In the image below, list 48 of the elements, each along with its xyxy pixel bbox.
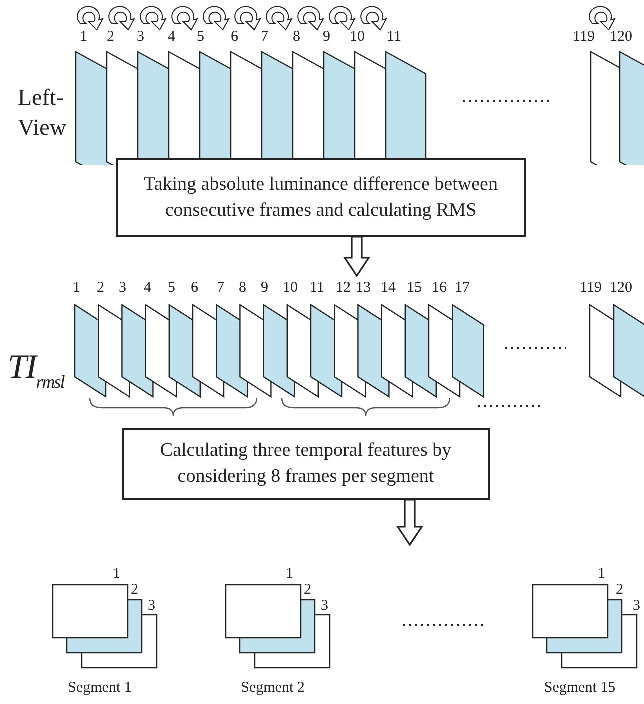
hollow-arrow [344, 236, 370, 278]
process-box: Calculating three temporal features by considering 8 frames per segment [122, 428, 490, 500]
frame-number: 17 [455, 280, 470, 296]
hollow-arrow [396, 499, 424, 546]
frame-number: 10 [283, 280, 298, 296]
frame-number: 6 [191, 280, 198, 296]
frame-number: 5 [168, 280, 176, 296]
frame-number: 1 [286, 566, 294, 582]
frame-number: 1 [598, 566, 606, 582]
frame-number: 6 [231, 29, 238, 45]
frame-number: 5 [197, 29, 204, 45]
frame-number: 3 [137, 29, 144, 45]
frame-number: 2 [304, 582, 312, 598]
view-label: Left-View [18, 84, 68, 142]
frame-number: 4 [144, 280, 152, 296]
frame-number: 3 [119, 280, 126, 296]
frame-number: 3 [321, 598, 328, 614]
frame-number: 2 [97, 280, 104, 296]
frame-number: 119 [573, 29, 595, 45]
frame-number: 9 [261, 280, 268, 296]
segment-label: Segment 1 [67, 680, 133, 697]
frame-number: 2 [616, 582, 624, 598]
frame-number: 13 [356, 280, 371, 296]
frame-number: 15 [407, 280, 422, 296]
frame-number: 1 [113, 566, 120, 582]
frame-number: 9 [323, 29, 330, 45]
segment-label: Segment 15 [543, 680, 617, 697]
frame-number: 11 [387, 29, 402, 45]
frame-number: 8 [239, 280, 246, 296]
frame-number: 7 [261, 29, 268, 45]
frame-number: 8 [293, 29, 300, 45]
frame-number: 119 [580, 280, 602, 296]
frame-number: 12 [336, 280, 351, 296]
frame-number: 11 [310, 280, 324, 296]
frame-number: 2 [131, 582, 138, 598]
frame-number: 3 [148, 598, 156, 614]
frame-number: 16 [432, 280, 447, 296]
segment-label: Segment 2 [240, 680, 306, 697]
frame-number: 2 [107, 29, 114, 45]
frame-number: 3 [633, 598, 640, 614]
frame-number: 7 [217, 280, 224, 296]
frame-number: 10 [350, 29, 365, 45]
frame-number: 120 [610, 29, 632, 45]
frame-number: 4 [168, 29, 176, 45]
frame-number: 1 [80, 29, 88, 45]
frame-number: 14 [381, 280, 396, 296]
frame-number: 120 [610, 280, 632, 296]
frame-number: 1 [73, 280, 80, 296]
